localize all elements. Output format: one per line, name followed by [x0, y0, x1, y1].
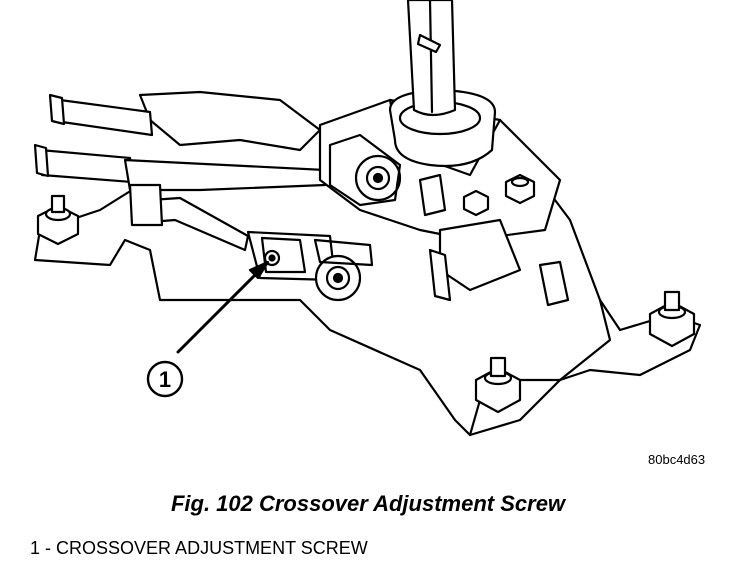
legend-number: 1 [30, 538, 41, 558]
cable-bracket [138, 90, 322, 152]
legend-text: CROSSOVER ADJUSTMENT SCREW [56, 538, 368, 558]
callout-circle [146, 360, 184, 398]
legend-item: 1 - CROSSOVER ADJUSTMENT SCREW [30, 538, 368, 559]
image-code: 80bc4d63 [648, 452, 706, 467]
figure-caption: Fig. 102 Crossover Adjustment Screw [170, 491, 566, 516]
shift-cables [33, 93, 327, 192]
mounting-nuts [36, 173, 696, 414]
legend-separator: - [45, 538, 57, 558]
shifter-illustration: 1 [33, 0, 702, 437]
callout-number: 1 [159, 367, 171, 392]
callout-leader [176, 260, 270, 354]
